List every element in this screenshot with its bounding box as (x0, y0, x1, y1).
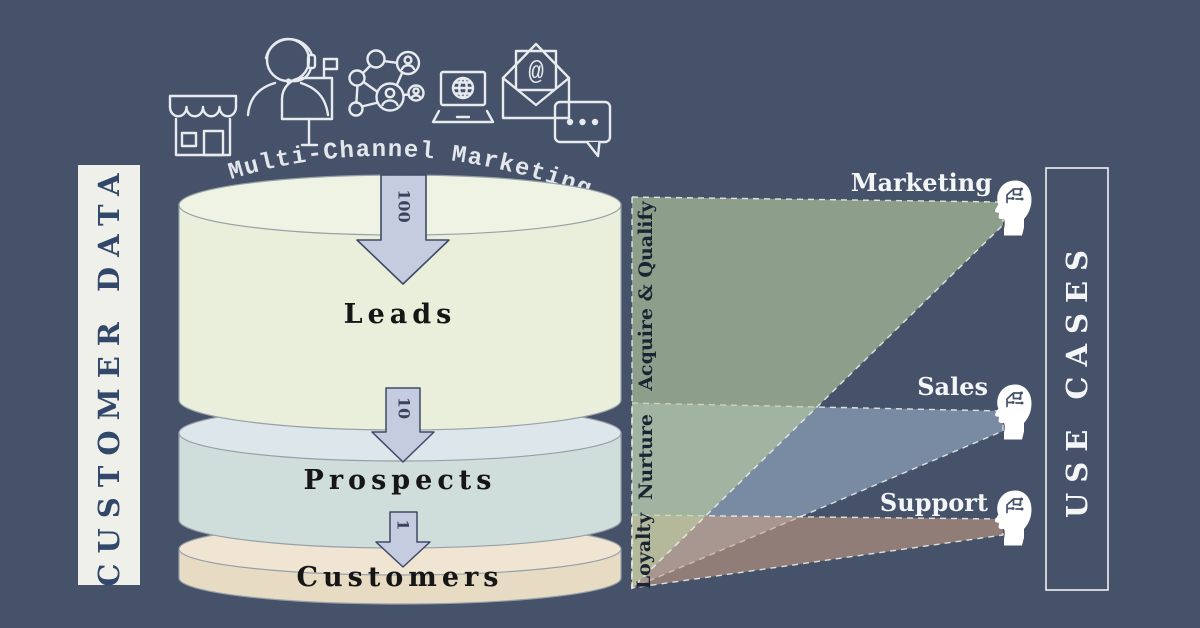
chat-icon (553, 100, 612, 158)
prospects-label: Prospects (304, 465, 497, 496)
email-at-glyph: @ (528, 57, 544, 87)
store-icon (168, 94, 238, 157)
use-case-targets: Marketing Sales Support (851, 168, 1033, 546)
customers-flow-value: 1 (394, 519, 413, 530)
social-network-icon (348, 49, 425, 117)
nurture-band-label: Nurture (635, 414, 657, 500)
sales-label: Sales (917, 372, 988, 401)
use-cases-panel: USE CASES (1045, 167, 1109, 591)
channel-icons: @ (168, 37, 612, 158)
acquire-qualify-band-label: Acquire & Qualify (635, 200, 657, 391)
customer-data-label: CUSTOMER DATA (92, 163, 126, 586)
use-cases-label: USE CASES (1060, 240, 1094, 518)
mailbox-icon (280, 57, 339, 147)
laptop-globe-icon (431, 70, 495, 124)
marketing-label: Marketing (851, 168, 992, 197)
customers-label: Customers (297, 562, 504, 593)
flow-arrows: 100 10 1 (356, 174, 450, 568)
loyalty-band-label: Loyalty (633, 512, 655, 589)
leads-flow-value: 100 (395, 189, 414, 222)
use-case-beams: Acquire & Qualify Nurture Loyalty (631, 196, 1004, 590)
use-cases-panel-box (1045, 167, 1109, 591)
marketing-beam (631, 196, 1004, 590)
customer-data-panel: CUSTOMER DATA (78, 163, 140, 587)
customer-data-panel-box (78, 165, 140, 585)
leads-label: Leads (344, 299, 457, 330)
email-icon: @ (501, 42, 571, 120)
support-label: Support (880, 488, 988, 517)
prospects-arrow (372, 388, 434, 462)
funnel-cylinders: Leads Prospects Customers (178, 174, 622, 605)
prospects-flow-value: 10 (395, 397, 414, 419)
